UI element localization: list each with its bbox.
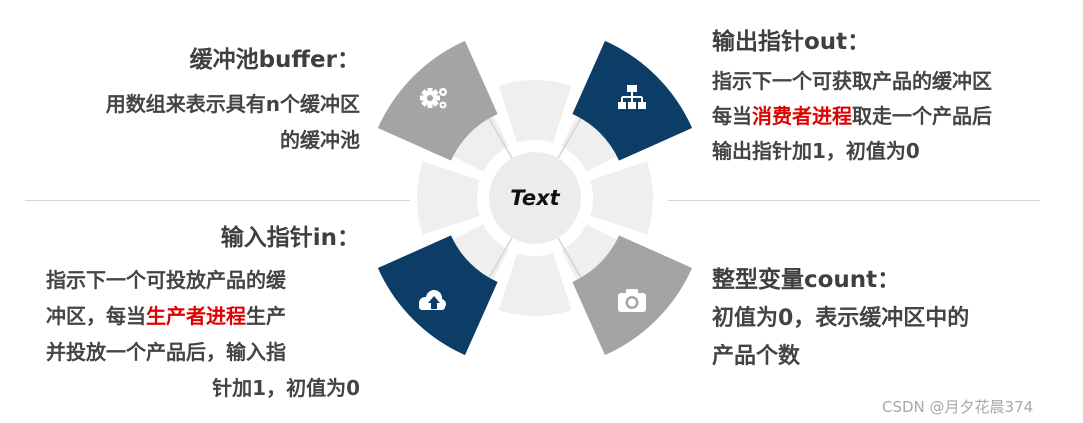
in-title: 输入指针in： [220,225,360,251]
cloud-upload-icon [419,290,446,310]
buffer-block: 缓冲池buffer： 用数组来表示具有n个缓冲区 的缓冲池 [0,44,360,158]
out-line-3: 输出指针加1，初值为0 [712,139,920,163]
in-block: 输入指针in： 指示下一个可投放产品的缓 冲区，每当生产者进程生产 并投放一个产… [0,222,360,406]
buffer-line-1: 用数组来表示具有n个缓冲区 [105,92,360,116]
count-title: 整型变量count： [712,267,901,293]
count-block: 整型变量count： 初值为0，表示缓冲区中的 产品个数 [712,264,1082,376]
in-line-2: 冲区，每当生产者进程生产 [0,298,360,334]
in-line-1: 指示下一个可投放产品的缓 [46,268,286,292]
buffer-line-2: 的缓冲池 [280,128,360,152]
gears-icon [420,88,447,109]
buffer-title: 缓冲池buffer： [189,47,360,73]
out-title: 输出指针out： [712,29,871,55]
ring-right [590,161,653,235]
center-label: Text [510,186,560,210]
out-line-2-pre: 每当 [712,104,752,128]
out-line-2: 每当消费者进程取走一个产品后 [712,99,1082,134]
out-block: 输出指针out： 指示下一个可获取产品的缓冲区 每当消费者进程取走一个产品后 输… [712,26,1082,169]
ring-left [417,161,480,235]
watermark: CSDN @月夕花晨374 [882,398,1034,416]
camera-icon [618,289,646,312]
petal-top-left [377,40,498,161]
sitemap-icon [618,85,646,109]
out-line-1: 指示下一个可获取产品的缓冲区 [712,69,992,93]
center-circle [489,152,581,244]
in-line-3: 并投放一个产品后，输入指 [46,340,286,364]
in-line-2-pre: 冲区，每当 [46,304,146,328]
out-line-2-post: 取走一个产品后 [852,104,992,128]
right-divider [668,200,1040,201]
ring-top [498,80,572,143]
ring-bottom [498,253,572,316]
consumer-process-highlight: 消费者进程 [752,104,852,128]
producer-process-highlight: 生产者进程 [146,304,246,328]
count-line-2: 产品个数 [712,344,801,369]
in-line-2-post: 生产 [246,304,286,328]
count-line-1: 初值为0，表示缓冲区中的 [712,306,970,331]
left-divider [25,200,410,201]
in-line-4: 针加1，初值为0 [212,376,360,400]
